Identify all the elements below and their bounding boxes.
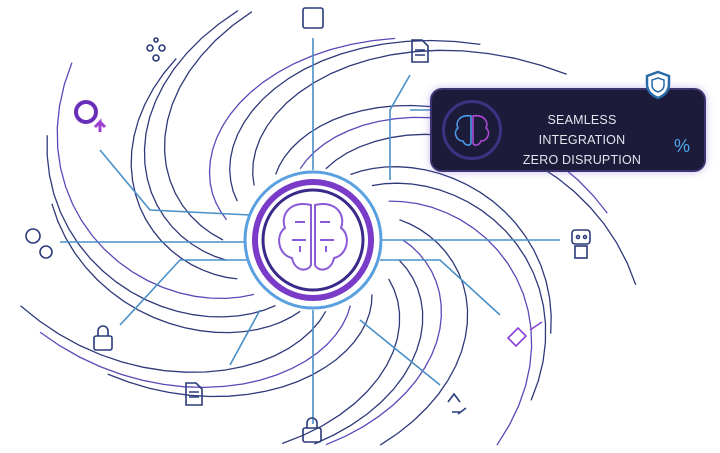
integration-card: SEAMLESS INTEGRATION ZERO DISRUPTION % [430, 88, 706, 172]
card-line-1: SEAMLESS INTEGRATION [538, 113, 626, 147]
brain-icon [278, 203, 348, 271]
brain-icon [454, 114, 490, 146]
spiral-arm [229, 39, 481, 202]
gears-icon [25, 228, 53, 259]
satellite-icon [506, 321, 543, 348]
spiral-arm [314, 259, 424, 445]
robot-icon [571, 229, 591, 259]
card-line-2: ZERO DISRUPTION [522, 153, 642, 167]
molecule-icon [146, 37, 166, 62]
spiral-arm [46, 135, 276, 318]
spiral-arm [371, 182, 547, 401]
card-brain-ring [442, 100, 502, 160]
shield-icon [645, 70, 671, 100]
spiral-arm [252, 49, 567, 186]
connector-lines [60, 38, 560, 424]
spiral-arm [107, 294, 373, 398]
gear-upload-icon [74, 100, 107, 132]
spiral-arm [51, 203, 301, 334]
document-icon [185, 382, 203, 406]
lock-icon [302, 417, 322, 443]
percent-symbol: % [673, 136, 690, 156]
spiral-arm [20, 305, 327, 373]
spiral-arm [130, 57, 238, 280]
spiral-arm [281, 278, 401, 445]
spiral-arm [325, 239, 442, 446]
spiral-arm [163, 11, 253, 241]
spiral-arm [39, 305, 352, 389]
spiral-arm [56, 62, 255, 300]
document-icon [411, 39, 429, 63]
spiral-arm [388, 200, 533, 446]
hub-purple-ring [252, 179, 374, 301]
recycle-icon [447, 392, 467, 415]
chip-icon [302, 7, 324, 29]
spiral-arm [208, 37, 396, 221]
lock-icon [93, 325, 113, 351]
spiral-arm [379, 219, 469, 446]
